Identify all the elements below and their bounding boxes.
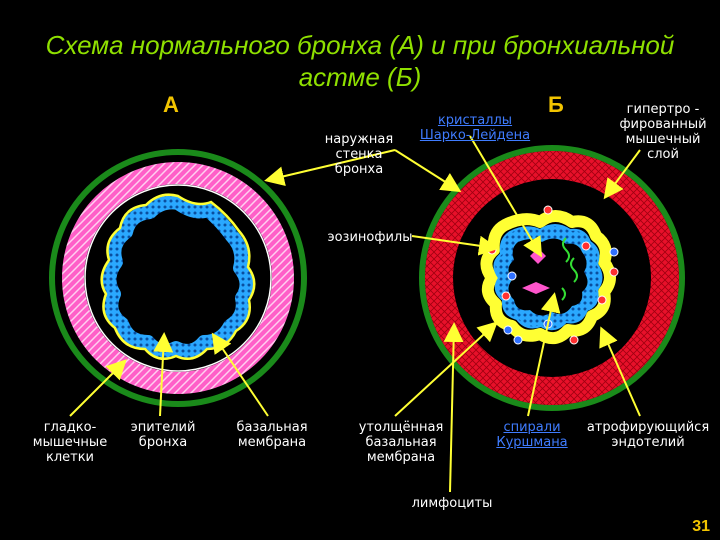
label-arrows bbox=[69, 135, 641, 493]
hypertrophied-muscle-ring bbox=[425, 151, 679, 405]
outer-wall-ring-a bbox=[49, 149, 307, 407]
epithelium-a bbox=[102, 195, 254, 358]
slide-title-line-2: астме (Б) bbox=[298, 62, 422, 92]
thick-basal-membrane bbox=[480, 210, 616, 345]
lymphocytes bbox=[503, 247, 619, 345]
panel-a-letter: А bbox=[163, 92, 179, 117]
normal-bronchus bbox=[49, 149, 307, 407]
eosinophils bbox=[487, 205, 619, 345]
curschmann-spiral-1 bbox=[562, 237, 570, 263]
panel-b-letter: Б bbox=[548, 92, 564, 117]
charcot-leyden-crystal-2 bbox=[522, 282, 550, 294]
asthma-bronchus bbox=[419, 145, 685, 411]
label-eosinophils: эозинофилы bbox=[327, 230, 413, 245]
curschmann-spiral-2 bbox=[570, 257, 578, 283]
page-number: 31 bbox=[692, 518, 710, 535]
smooth-muscle-ring bbox=[62, 162, 294, 394]
label-lymphocytes: лимфоциты bbox=[411, 496, 493, 511]
basal-membrane-a bbox=[100, 193, 256, 361]
slide-title-line-1: Схема нормального бронха (А) и при бронх… bbox=[45, 30, 675, 60]
